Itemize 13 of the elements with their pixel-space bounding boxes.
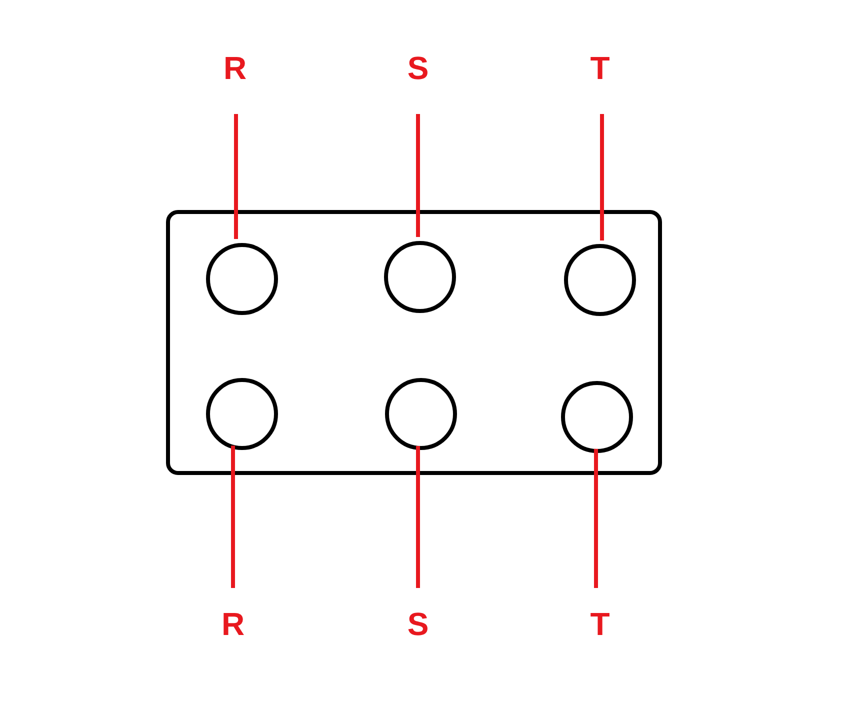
wire-line [416,446,420,588]
phase-label: R [215,50,255,86]
phase-label: S [398,606,438,642]
phase-label: S [398,50,438,86]
phase-label: T [580,606,620,642]
phase-label: T [580,50,620,86]
wire-line [231,446,235,588]
wire-line [600,114,604,240]
terminal-block [166,210,662,475]
phase-label: R [213,606,253,642]
wire-line [416,114,420,238]
wire-line [234,114,238,240]
wire-line [594,448,598,588]
